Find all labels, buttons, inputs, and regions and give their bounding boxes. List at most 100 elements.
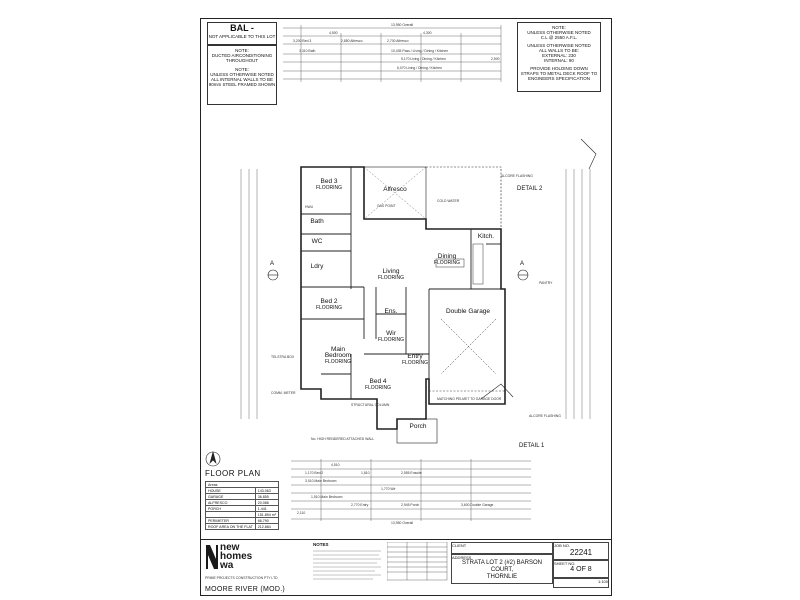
room-flooring: FLOORING	[401, 360, 429, 366]
room-name: WC	[311, 238, 323, 245]
scale-value: 1:100	[597, 579, 608, 584]
dim-top: 4,500	[329, 31, 338, 35]
room-name: Porch	[409, 423, 427, 430]
address-cell: ADDRESS STRATA LOT 2 (#2) BARSON COURT, …	[451, 554, 553, 584]
room-bed3: Bed 3 FLOORING	[309, 178, 349, 191]
dim-bottom: 2,945 Porch	[401, 503, 420, 507]
label-hwu: HWU	[305, 205, 314, 209]
label-telstra-box: TELSTRA BOX	[271, 355, 295, 359]
dim-bottom: 1,170 Bed 2	[305, 471, 324, 475]
room-name: Wir	[386, 330, 396, 337]
room-dining: Dining FLOORING	[429, 253, 465, 266]
scale-cell: 1:100	[553, 578, 609, 588]
bal-title: BAL -	[230, 23, 254, 33]
label-matching-pelmet: MATCHING PELMET TO GARAGE DOOR	[437, 397, 502, 401]
label-pantry: PANTRY	[539, 281, 553, 285]
dim-bottom: 2,110	[297, 511, 306, 515]
room-alfresco: Alfresco	[371, 186, 419, 193]
label-alcore-flashing: ALCORE FLASHING	[501, 174, 533, 178]
dim-overall-bottom: 13,950 Overall	[391, 521, 414, 525]
room-ldry: Ldry	[305, 263, 329, 270]
dim-top: 5,170 Living / Dining / Kitchen	[401, 57, 446, 61]
sheet-number: 4 OF 8	[570, 566, 592, 573]
room-porch: Porch	[401, 423, 435, 430]
dim-top: 2,850 Alfresco	[341, 39, 363, 43]
dim-top: 2,700 Alfresco	[387, 39, 409, 43]
dim-bottom: 3,600 Double Garage	[461, 503, 494, 507]
notes-right-box: NOTE: UNLESS OTHERWISE NOTED C.L @ 2550 …	[517, 22, 601, 92]
dim-bottom: 1,770 Wir	[381, 487, 396, 491]
job-no: 22241	[569, 548, 593, 557]
floor-plan-title: FLOOR PLAN	[205, 469, 261, 478]
room-name: Bed 3	[320, 178, 338, 185]
sheet-label: SHEET NO.	[554, 561, 576, 566]
label-alcore-flashing-bottom: ALCORE FLASHING	[529, 414, 561, 418]
note-line: STRAPS TO METAL DECK ROOF TO	[520, 71, 598, 76]
room-name: Kitch.	[477, 233, 495, 240]
dim-top: 4,300	[423, 31, 432, 35]
label-cold-water: COLD WATER	[437, 199, 460, 203]
room-name: Entry	[407, 353, 423, 360]
client-cell: CLIENT	[451, 542, 553, 554]
bal-subtitle: NOT APPLICABLE TO THIS LOT	[208, 34, 276, 39]
dim-bottom: 3,010 Main Bedroom	[305, 479, 337, 483]
room-bed2: Bed 2 FLOORING	[309, 298, 349, 311]
company-logo: new homes wa	[205, 543, 255, 575]
company-name: PRIME PROJECTS CONSTRUCTION PTY LTD	[205, 576, 278, 580]
roof-area-value: 212.884	[254, 523, 279, 530]
address-line1: STRATA LOT 2 (#2) BARSON COURT,	[461, 560, 543, 573]
drawing-sheet: BAL - NOT APPLICABLE TO THIS LOT NOTE: D…	[200, 18, 612, 596]
room-name: Bed 4	[369, 378, 387, 385]
notes-title: NOTES	[313, 542, 329, 547]
dim-bottom: 4,510	[331, 463, 340, 467]
dim-bottom: 1,510 Main Bedroom	[311, 495, 343, 499]
dim-bottom: 1,810	[361, 471, 370, 475]
job-no-cell: JOB NO. 22241	[553, 542, 609, 560]
dim-top: 3,200 Bed 3	[293, 39, 312, 43]
label-detail-2: DETAIL 2	[517, 186, 543, 192]
room-name: Living	[382, 268, 400, 275]
room-name: Ldry	[310, 263, 324, 270]
room-name: Alfresco	[383, 186, 407, 193]
dim-top: 2,500	[491, 57, 500, 61]
sheet-no-cell: SHEET NO. 4 OF 8	[553, 560, 609, 578]
room-flooring: FLOORING	[324, 359, 352, 365]
section-marker-right: A	[520, 261, 525, 267]
room-name: Bath	[310, 218, 324, 225]
logo-text: new	[220, 542, 240, 553]
note-line: DUCTED AIRCONDITIONING	[211, 53, 273, 58]
design-name: MOORE RIVER (MOD.)	[205, 586, 286, 593]
note-line: NOTE:	[235, 48, 249, 53]
note-line: ENGINEERS SPECIFICATION	[528, 76, 590, 81]
room-name: Bed 2	[320, 298, 338, 305]
label-comm-meter: COMM. METER	[271, 391, 296, 395]
note-line: ALL WALLS TO BE:	[538, 48, 580, 53]
room-flooring: FLOORING	[377, 337, 405, 343]
logo-mark-icon	[206, 545, 218, 569]
room-flooring: FLOORING	[433, 260, 461, 266]
logo-text: wa	[220, 560, 234, 571]
label-structural-column: STRUCTURAL COLUMN	[351, 403, 390, 407]
note-line: UNLESS OTHERWISE NOTED	[210, 72, 274, 77]
room-bed4: Bed 4 FLOORING	[361, 378, 395, 391]
note-line: PROVIDE HOLDING DOWN	[530, 66, 588, 71]
note-line: ALL INTERNAL WALLS TO BE	[210, 77, 274, 82]
room-name: Ens.	[384, 308, 398, 315]
room-name: Main	[330, 346, 346, 353]
room-ensuite: Ens.	[377, 308, 405, 315]
note-line: C.L @ 2550 A.F.L.	[540, 35, 578, 40]
roof-area-label: ROOF AREA ON THE FLAT	[205, 523, 256, 530]
dim-bottom: 2,770 Entry	[351, 503, 369, 507]
note-line: INTERNAL: 90	[544, 58, 574, 63]
note-line: UNLESS OTHERWISE NOTED	[527, 43, 591, 48]
room-flooring: FLOORING	[377, 275, 405, 281]
logo-text: homes	[220, 551, 253, 562]
room-wc: WC	[305, 238, 329, 245]
room-flooring: FLOORING	[364, 385, 392, 391]
revision-table	[387, 542, 448, 581]
room-living: Living FLOORING	[371, 268, 411, 281]
note-line: 90mm STEEL FRAMED SHOWN	[208, 82, 276, 87]
label-gas-point: GAS POINT	[377, 204, 396, 208]
note-line: NOTE:	[552, 25, 566, 30]
